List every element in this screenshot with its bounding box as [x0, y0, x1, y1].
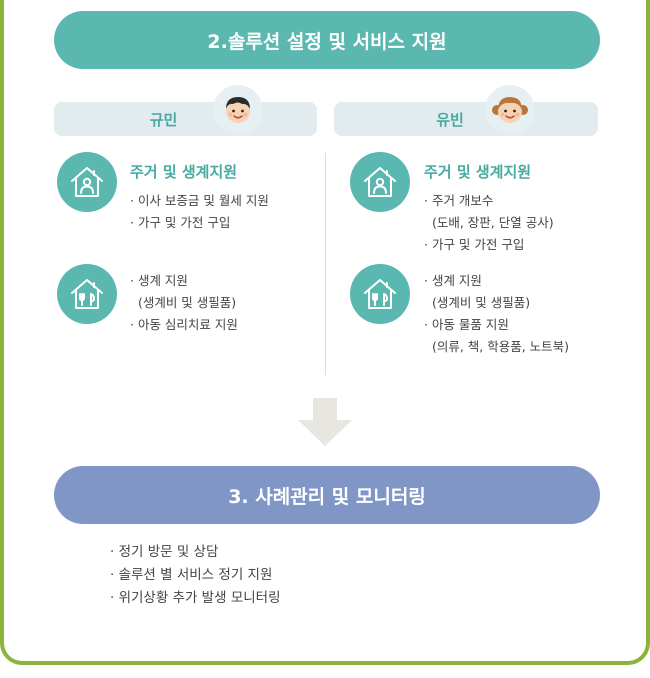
down-arrow-icon	[298, 398, 352, 446]
boy-face-icon	[213, 85, 263, 135]
column-divider	[325, 153, 326, 375]
girl-face-icon	[485, 85, 535, 135]
step2-heading: 2.솔루션 설정 및 서비스 지원	[54, 11, 600, 69]
list-item: (도배, 장판, 단열 공사)	[424, 215, 554, 230]
right-housing-list: · 주거 개보수 (도배, 장판, 단열 공사) · 가구 및 가전 구입	[424, 190, 554, 256]
house-utensils-icon	[57, 264, 117, 324]
list-item: · 솔루션 별 서비스 정기 지원	[110, 567, 273, 583]
left-housing-list: · 이사 보증금 및 월세 지원 · 가구 및 가전 구입	[130, 190, 269, 234]
list-item: · 이사 보증금 및 월세 지원	[130, 193, 269, 208]
list-item: · 가구 및 가전 구입	[424, 237, 525, 252]
house-utensils-icon	[350, 264, 410, 324]
list-item: · 가구 및 가전 구입	[130, 215, 231, 230]
step2-title: 2.솔루션 설정 및 서비스 지원	[207, 30, 447, 53]
left-living-list: · 생계 지원 (생계비 및 생필품) · 아동 심리치료 지원	[130, 270, 238, 336]
left-housing-title: 주거 및 생계지원	[130, 163, 238, 181]
right-living-list: · 생계 지원 (생계비 및 생필품) · 아동 물품 지원 (의류, 책, 학…	[424, 270, 569, 358]
list-item: · 생계 지원	[130, 273, 188, 288]
list-item: · 주거 개보수	[424, 193, 494, 208]
right-name: 유빈	[436, 110, 464, 129]
name-bar-left: 규민	[54, 102, 317, 136]
list-item: · 위기상황 추가 발생 모니터링	[110, 590, 281, 606]
name-bar-right: 유빈	[334, 102, 598, 136]
step3-heading: 3. 사례관리 및 모니터링	[54, 466, 600, 524]
list-item: · 생계 지원	[424, 273, 482, 288]
list-item: · 아동 물품 지원	[424, 317, 509, 332]
list-item: (생계비 및 생필품)	[424, 295, 531, 310]
list-item: (생계비 및 생필품)	[130, 295, 237, 310]
list-item: · 아동 심리치료 지원	[130, 317, 238, 332]
list-item: · 정기 방문 및 상담	[110, 544, 219, 560]
list-item: (의류, 책, 학용품, 노트북)	[424, 339, 570, 354]
house-person-icon	[57, 152, 117, 212]
right-housing-title: 주거 및 생계지원	[424, 163, 532, 181]
step3-list: · 정기 방문 및 상담 · 솔루션 별 서비스 정기 지원 · 위기상황 추가…	[110, 541, 281, 610]
left-name: 규민	[149, 110, 178, 129]
step3-title: 3. 사례관리 및 모니터링	[228, 485, 426, 508]
house-person-icon	[350, 152, 410, 212]
